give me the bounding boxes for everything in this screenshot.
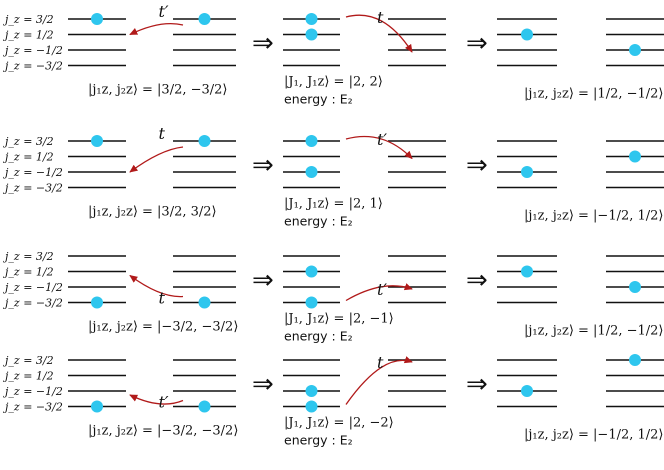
level-label: j_z = 3/2 (2, 354, 54, 367)
level-label: j_z = −1/2 (2, 44, 63, 57)
hop1-label: t′ (159, 393, 169, 412)
electron-dot (629, 354, 641, 366)
level-label: j_z = 1/2 (2, 370, 54, 383)
level-label: j_z = 3/2 (2, 250, 54, 263)
energy-label: energy : E₂ (284, 214, 353, 229)
energy-label: energy : E₂ (284, 433, 353, 448)
electron-dot (305, 385, 318, 397)
level-label: j_z = −3/2 (2, 297, 63, 310)
final-state-label: |j₁z, j₂z⟩ = |1/2, −1/2⟩ (524, 87, 664, 102)
hop-arrow (129, 146, 184, 173)
process-row: j_z = 3/2 j_z = 1/2 j_z = −1/2 j_z = −3/2 t t… (2, 250, 664, 344)
electron-dot (91, 400, 103, 413)
implies-symbol: ⇒ (466, 29, 488, 59)
hop-arrow (345, 135, 413, 160)
electron-dot (629, 150, 641, 163)
hop1-label: t (159, 124, 166, 143)
implies-symbol: ⇒ (252, 266, 274, 296)
initial-state-label: |j₁z, j₂z⟩ = |3/2, 3/2⟩ (88, 205, 217, 220)
electron-dot (629, 281, 641, 293)
level-label: j_z = −1/2 (2, 166, 63, 179)
final-state-label: |j₁z, j₂z⟩ = |1/2, −1/2⟩ (524, 324, 664, 339)
level-label: j_z = 1/2 (2, 266, 54, 279)
electron-dot (521, 166, 533, 178)
electron-dot (629, 44, 641, 56)
hop2-label: t′ (377, 130, 387, 149)
hop1-label: t′ (159, 2, 169, 21)
initial-state-label: |j₁z, j₂z⟩ = |3/2, −3/2⟩ (88, 83, 228, 98)
electron-dot (198, 400, 211, 413)
electron-dot (198, 135, 211, 147)
intermediate-state-label: |J₁, J₁z⟩ = |2, −2⟩ (284, 416, 394, 431)
electron-dot (305, 28, 318, 41)
hop2-label: t (377, 353, 384, 372)
electron-dot (521, 385, 533, 397)
intermediate-state-label: |J₁, J₁z⟩ = |2, 2⟩ (284, 75, 383, 90)
energy-label: energy : E₂ (284, 92, 353, 107)
electron-dot (198, 296, 211, 309)
level-label: j_z = −1/2 (2, 385, 63, 398)
electron-dot (305, 265, 318, 278)
level-label: j_z = −3/2 (2, 401, 63, 414)
implies-symbol: ⇒ (466, 370, 488, 400)
final-state-label: |j₁z, j₂z⟩ = |−1/2, 1/2⟩ (524, 428, 664, 443)
level-label: j_z = −3/2 (2, 182, 63, 195)
hop-arrow (345, 283, 413, 302)
initial-state-label: |j₁z, j₂z⟩ = |−3/2, −3/2⟩ (88, 320, 238, 335)
electron-dot (91, 296, 103, 309)
hop-arrow (345, 14, 413, 53)
level-label: j_z = −3/2 (2, 60, 63, 73)
hop-arrow (129, 22, 184, 36)
electron-dot (521, 265, 533, 278)
implies-symbol: ⇒ (252, 151, 274, 181)
hop-arrow (345, 356, 413, 405)
electron-dot (305, 400, 318, 413)
hop2-label: t (377, 8, 384, 27)
level-label: j_z = −1/2 (2, 281, 63, 294)
final-state-label: |j₁z, j₂z⟩ = |−1/2, 1/2⟩ (524, 209, 664, 224)
intermediate-state-label: |J₁, J₁z⟩ = |2, −1⟩ (284, 312, 394, 327)
hop-arrow (129, 274, 184, 298)
implies-symbol: ⇒ (466, 151, 488, 181)
hop2-label: t′ (377, 280, 387, 299)
process-row: j_z = 3/2 j_z = 1/2 j_z = −1/2 j_z = −3/2 t t… (2, 124, 664, 229)
implies-symbol: ⇒ (252, 370, 274, 400)
electron-dot (91, 135, 103, 147)
level-label: j_z = 3/2 (2, 135, 54, 148)
level-label: j_z = 3/2 (2, 13, 54, 26)
electron-dot (305, 135, 318, 147)
process-row: j_z = 3/2 j_z = 1/2 j_z = −1/2 j_z = −3/2 t′… (2, 2, 664, 107)
electron-dot (305, 166, 318, 178)
intermediate-state-label: |J₁, J₁z⟩ = |2, 1⟩ (284, 197, 383, 212)
implies-symbol: ⇒ (252, 29, 274, 59)
process-row: j_z = 3/2 j_z = 1/2 j_z = −1/2 j_z = −3/2 t′… (2, 353, 664, 448)
electron-dot (305, 13, 318, 25)
energy-label: energy : E₂ (284, 329, 353, 344)
implies-symbol: ⇒ (466, 266, 488, 296)
electron-dot (91, 13, 103, 25)
initial-state-label: |j₁z, j₂z⟩ = |−3/2, −3/2⟩ (88, 424, 238, 439)
hop1-label: t (159, 289, 166, 308)
level-label: j_z = 1/2 (2, 151, 54, 164)
hop-arrow (129, 394, 184, 405)
level-label: j_z = 1/2 (2, 29, 54, 42)
electron-dot (198, 13, 211, 25)
electron-dot (305, 296, 318, 309)
electron-dot (521, 28, 533, 41)
